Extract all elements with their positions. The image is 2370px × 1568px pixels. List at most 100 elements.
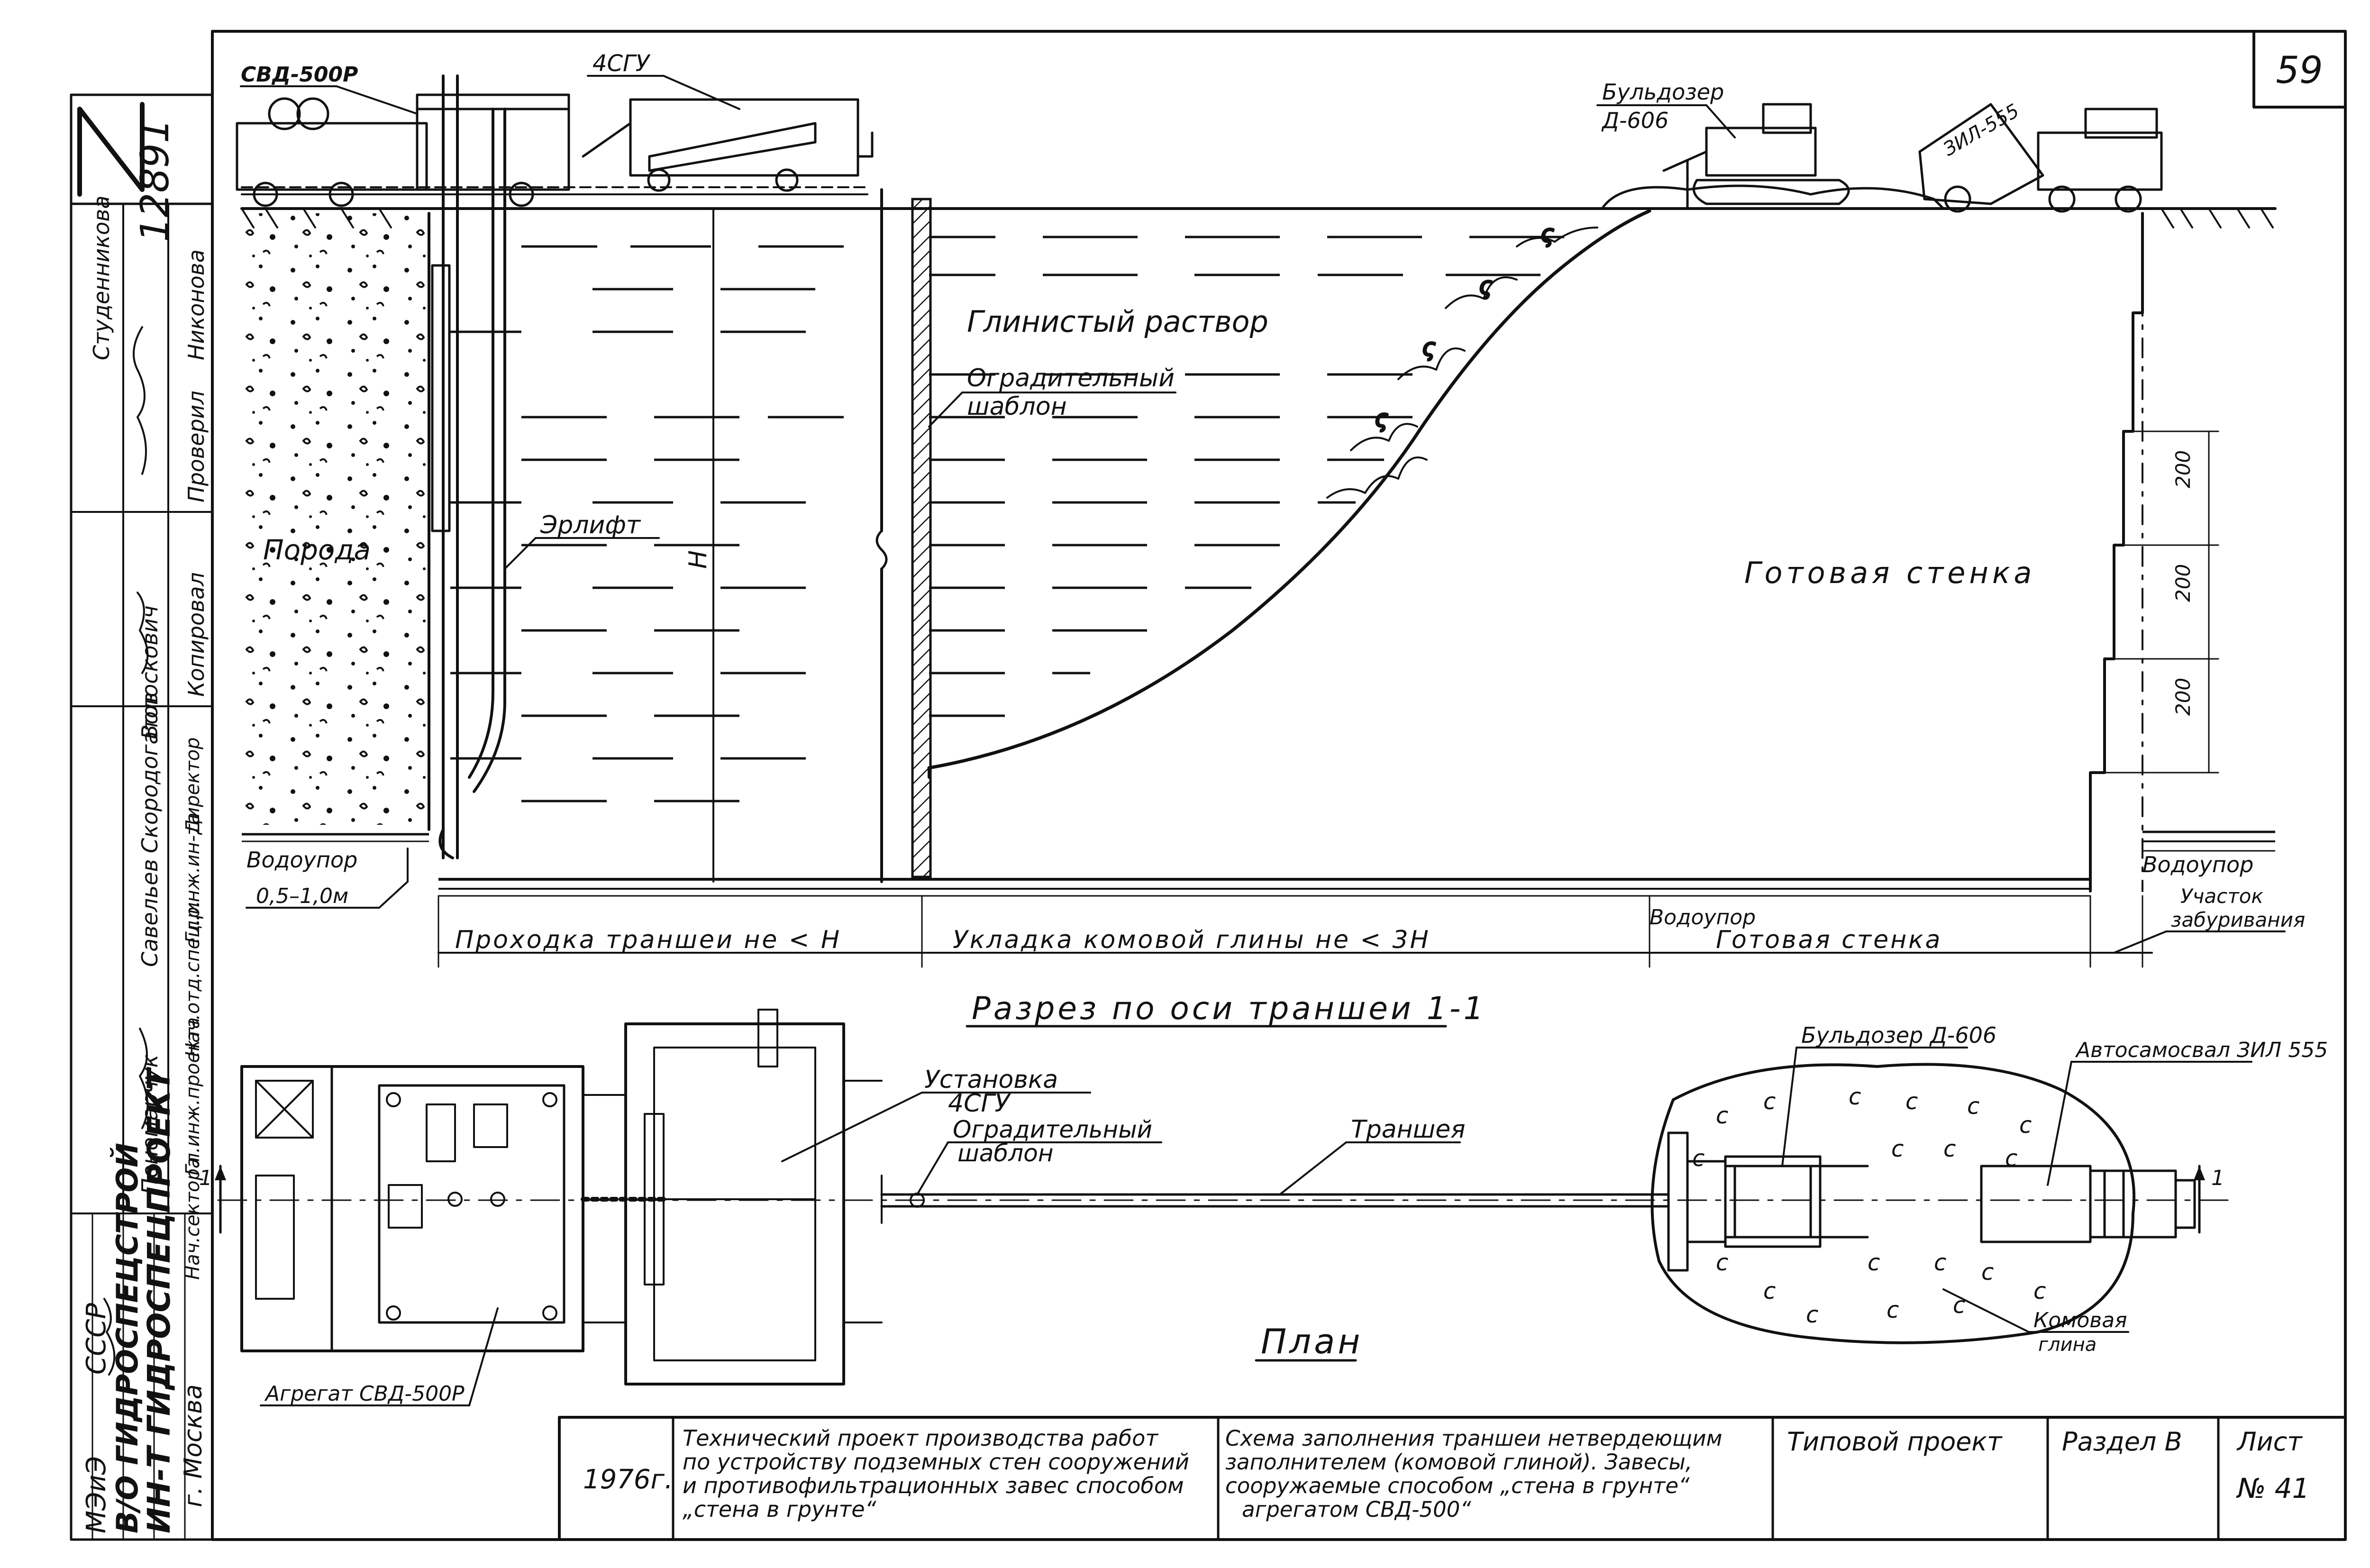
stamp-name-column: Пономарчук Савельев Скородогатов Волоско…: [137, 605, 163, 1194]
plan-shield-label-2: шаблон: [957, 1140, 1053, 1167]
drawing-title-line: сооружаемые способом „стена в грунте“: [1225, 1473, 1690, 1498]
sheet-number: № 41: [2236, 1472, 2310, 1504]
project-title-line: „стена в грунте“: [683, 1496, 876, 1522]
svg-text:c: c: [1868, 1249, 1880, 1276]
dump-truck-section: [1918, 103, 2163, 213]
stamp-right-column: Копировал Проверил Студенникова Никонова: [89, 195, 209, 697]
svg-text:c: c: [1763, 1088, 1776, 1115]
stamp-name: Никонова: [183, 249, 209, 360]
stamp-role: Проверил: [183, 391, 209, 502]
trench-label: Траншея: [1351, 1115, 1466, 1144]
drawing-title-line: заполнителем (комовой глиной). Завесы,: [1225, 1449, 1692, 1475]
rock-label: Порода: [263, 534, 371, 566]
drawing-title-line: Схема заполнения траншеи нетвердеющим: [1225, 1426, 1722, 1451]
clay-pile-top: [1601, 184, 1945, 210]
stamp-role: Нач.отд.спец.р.: [182, 901, 204, 1057]
sgu-unit-section: [582, 98, 874, 192]
aquitard-mid-label: Водоупор: [1650, 905, 1756, 930]
ground-hatch: [241, 208, 2274, 228]
rock-mass: [242, 213, 429, 825]
slurry-dashes: [450, 236, 1564, 802]
finished-wall-mid-label: Готовая стенка: [1716, 926, 1942, 954]
aquitard-lines: [242, 830, 2275, 897]
trench-cut-dimension: Проходка траншеи не < Н: [455, 926, 841, 954]
svg-text:c: c: [1887, 1297, 1899, 1323]
organization-block: МЭиЭ СССР В/О ГИДРОСПЕЦСТРОЙ ИН-Т ГИДРОС…: [81, 1067, 208, 1533]
svg-text:c: c: [1891, 1136, 1904, 1162]
clay-placement-dimension: Укладка комовой глины не < 3Н: [953, 926, 1431, 954]
institute-name: ИН-Т ГИДРОСПЕЦПРОЕКТ: [141, 1067, 177, 1533]
svd-500-rig: [236, 93, 570, 207]
left-stamp: [70, 93, 214, 1541]
airlift-pipe: [431, 74, 506, 859]
guide-shield: [911, 198, 932, 878]
clay-slope: [927, 209, 1651, 770]
project-title-line: Технический проект производства работ: [683, 1425, 1158, 1451]
cut-marker-left: 1: [199, 1166, 212, 1190]
trust-name: В/О ГИДРОСПЕЦСТРОЙ: [110, 1143, 145, 1533]
shield-label-2: шаблон: [967, 392, 1067, 421]
lump-clay-label-2: глина: [2038, 1334, 2097, 1356]
stamp-role: Гл.инж.проекта: [182, 1017, 204, 1176]
depth-letter: Н: [684, 550, 712, 569]
svg-text:c: c: [1967, 1093, 1979, 1120]
drilling-zone-label-1: Участок: [2180, 884, 2263, 908]
section-title: Разрез по оси траншеи 1-1: [972, 990, 1486, 1027]
svg-text:c: c: [1763, 1278, 1776, 1304]
ministry-abbr: МЭиЭ: [81, 1456, 112, 1533]
svg-text:c: c: [1806, 1302, 1818, 1328]
svg-text:c: c: [1981, 1259, 1994, 1285]
stamp-role: Гл.инж.ин-та: [182, 812, 204, 943]
svg-text:ς: ς: [1422, 334, 1436, 361]
type-label: Типовой проект: [1787, 1427, 2003, 1457]
project-year: 1976г.: [583, 1464, 673, 1495]
stamp-name: Скородогатов: [137, 692, 163, 853]
aggregate-label: Агрегат СВД-500Р: [264, 1382, 465, 1406]
plan-bulldozer-label: Бульдозер Д-606: [1801, 1022, 1996, 1048]
sgu-label: 4СГУ: [592, 50, 651, 77]
sgu-unit-label-1: Установка: [924, 1066, 1058, 1094]
aquitard-left-label: Водоупор: [246, 847, 357, 873]
svg-text:c: c: [1934, 1249, 1946, 1276]
svg-text:ς: ς: [1479, 272, 1493, 300]
slurry-label: Глинистый раствор: [967, 304, 1268, 339]
svg-text:ς: ς: [1375, 405, 1388, 432]
stamp-role: Нач.сектора: [182, 1157, 204, 1280]
svd-aggregate-plan: [240, 1065, 584, 1352]
section-view: ς ς ς ς Н: [240, 74, 2277, 968]
inventory-number: 12891: [133, 119, 178, 242]
svg-text:c: c: [2005, 1145, 2017, 1172]
svg-text:c: c: [2019, 1112, 2032, 1139]
stamp-role: Студенникова: [89, 195, 114, 360]
plan-truck-label: Автосамосвал ЗИЛ 555: [2075, 1038, 2328, 1062]
drawing-title-line: агрегатом СВД-500“: [1242, 1497, 1471, 1522]
svg-text:c: c: [1716, 1103, 1728, 1129]
svd-label: СВД-500Р: [241, 63, 358, 87]
svg-text:c: c: [1716, 1249, 1728, 1276]
project-title: Технический проект производства работ по…: [683, 1425, 1189, 1522]
svg-text:c: c: [2033, 1278, 2046, 1304]
cut-marker-right: 1: [2211, 1166, 2224, 1190]
aquitard-depth-label: 0,5–1,0м: [256, 884, 348, 908]
section-label: Раздел В: [2062, 1427, 2182, 1457]
project-title-line: и противофильтрационных завес способом: [683, 1473, 1184, 1498]
drilling-zone-label-2: забуривания: [2171, 908, 2305, 931]
stamp-role: Директор: [182, 737, 204, 835]
aquitard-right-label: Водоупор: [2142, 852, 2253, 877]
svg-text:c: c: [1943, 1136, 1956, 1162]
page-number: 59: [2276, 49, 2323, 92]
title-block: [558, 1416, 2347, 1541]
stepped-wall: [2089, 212, 2144, 893]
sgu-unit-label-2: 4СГУ: [948, 1089, 1011, 1118]
drawing-title: Схема заполнения траншеи нетвердеющим за…: [1225, 1426, 1722, 1522]
dump-truck-plan: [1980, 1165, 2196, 1243]
step-dimension: 200: [2171, 564, 2195, 602]
ministry: СССР: [81, 1303, 112, 1375]
sgu-unit-plan: [624, 1022, 845, 1386]
airlift-label: Эрлифт: [540, 511, 641, 539]
stamp-signatures: [103, 326, 149, 1376]
step-dimension: 200: [2171, 678, 2195, 716]
